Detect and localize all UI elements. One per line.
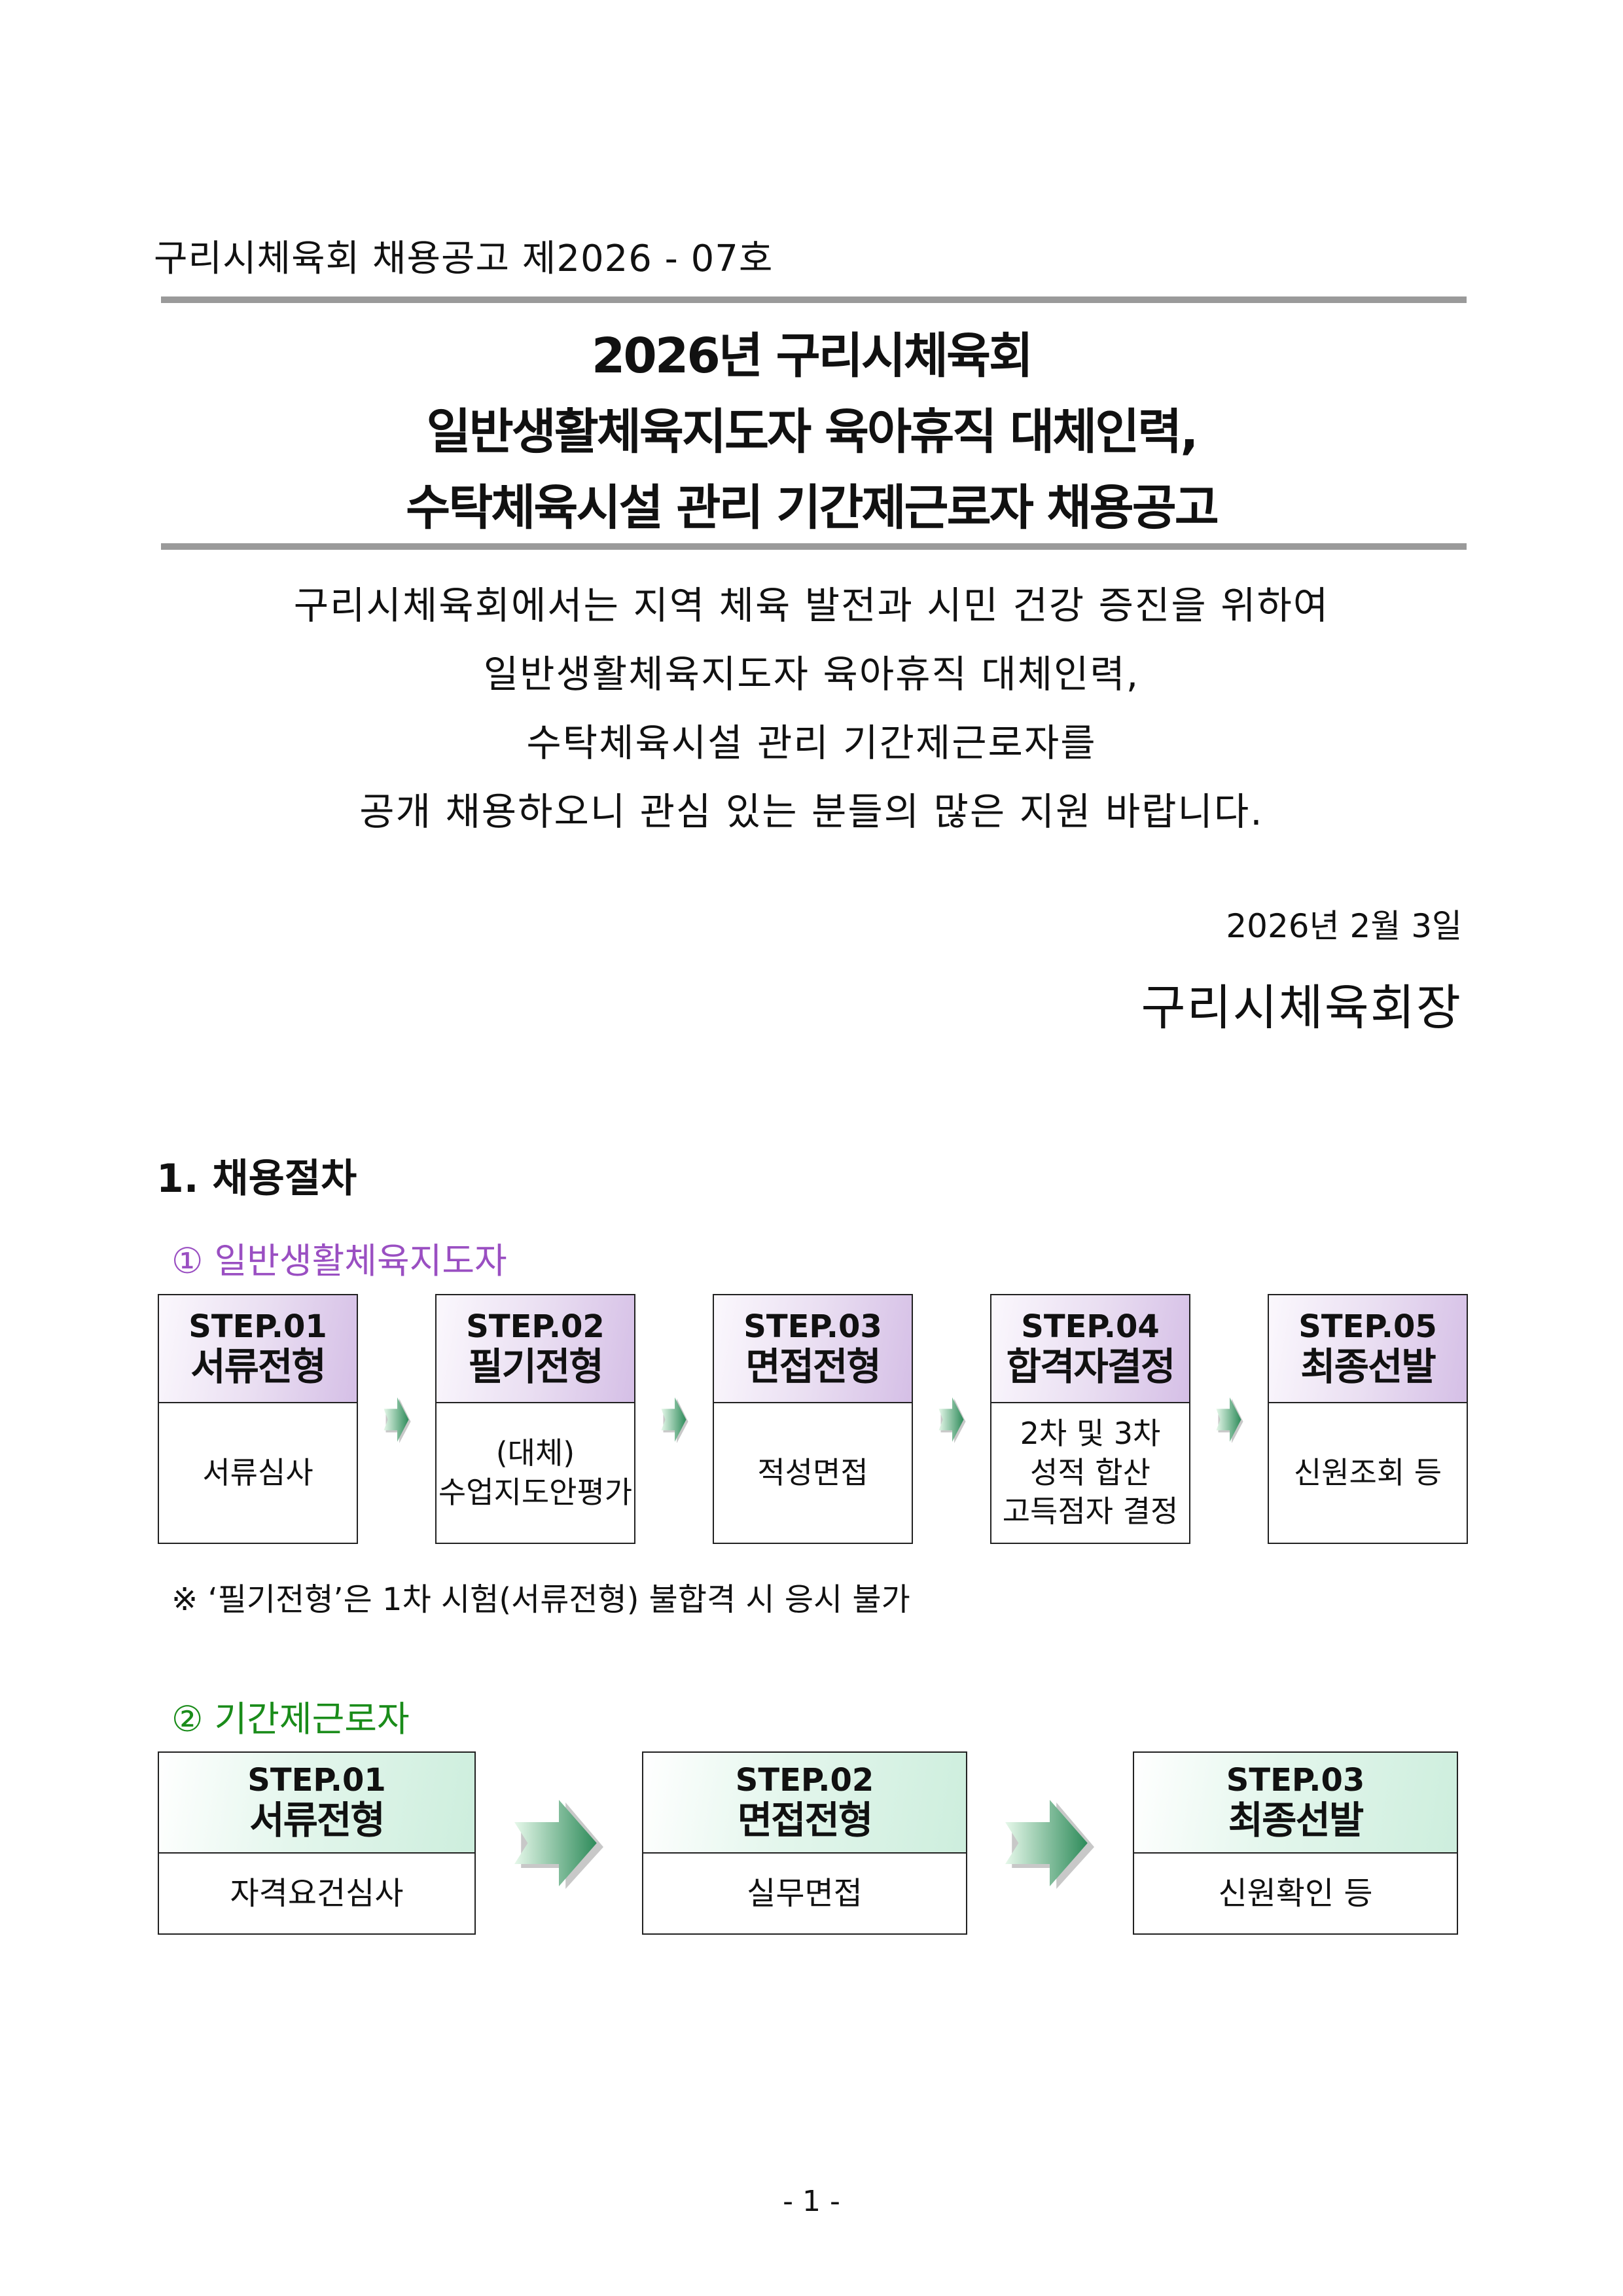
step-desc: 실무면접: [747, 1874, 863, 1912]
top-rule: [161, 296, 1467, 303]
intro-line-2: 일반생활체육지도자 육아휴직 대체인력,: [483, 652, 1140, 696]
step-desc: 수업지도안평가: [438, 1474, 633, 1510]
step-number: STEP.02: [466, 1308, 605, 1345]
step-number: STEP.01: [247, 1762, 386, 1799]
page-number: - 1 -: [783, 2185, 840, 2218]
step-desc: (대체): [495, 1435, 575, 1471]
step-name: 합격자결정: [1006, 1344, 1176, 1389]
step-number: STEP.05: [1298, 1308, 1437, 1345]
step-name: 필기전형: [468, 1344, 603, 1389]
group1-label: ① 일반생활체육지도자: [171, 1240, 507, 1282]
arrow-right-icon: [514, 1800, 603, 1889]
step-desc: 2차 및 3차: [1020, 1415, 1161, 1451]
step-desc: 적성면접: [757, 1454, 868, 1490]
step-name: 최종선발: [1300, 1344, 1436, 1389]
step-number: STEP.03: [743, 1308, 882, 1345]
arrow-right-icon: [1005, 1800, 1094, 1889]
step-name: 최종선발: [1228, 1798, 1364, 1843]
step-name: 서류전형: [190, 1344, 326, 1389]
arrow-right-icon: [938, 1397, 966, 1443]
step-name: 서류전형: [249, 1798, 385, 1843]
arrow-right-icon: [1216, 1397, 1243, 1443]
intro-line-3: 수탁체육시설 관리 기간제근로자를: [526, 721, 1097, 765]
step-desc: 자격요건심사: [230, 1874, 404, 1912]
title-line-2: 일반생활체육지도자 육아휴직 대체인력,: [426, 404, 1199, 460]
step-desc: 신원조회 등: [1293, 1454, 1442, 1490]
step-number: STEP.03: [1226, 1762, 1365, 1799]
step-number: STEP.01: [188, 1308, 327, 1345]
step-name: 면접전형: [737, 1798, 873, 1843]
step-name: 면접전형: [745, 1344, 881, 1389]
step-desc: 성적 합산: [1030, 1454, 1150, 1490]
step-desc: 서류심사: [202, 1454, 313, 1490]
bottom-rule: [161, 543, 1467, 550]
issuer: 구리시체육회장: [1141, 980, 1462, 1036]
section-heading: 1. 채용절차: [156, 1156, 357, 1202]
intro-line-4: 공개 채용하오니 관심 있는 분들의 많은 지원 바랍니다.: [359, 789, 1264, 834]
step-desc: 신원확인 등: [1218, 1874, 1373, 1912]
document-number: 구리시체육회 채용공고 제2026 - 07호: [154, 238, 774, 280]
arrow-right-icon: [661, 1397, 688, 1443]
title-line-1: 2026년 구리시체육회: [591, 328, 1033, 384]
intro-line-1: 구리시체육회에서는 지역 체육 발전과 시민 건강 증진을 위하여: [293, 583, 1330, 628]
step-number: STEP.02: [735, 1762, 874, 1799]
date: 2026년 2월 3일: [1226, 907, 1462, 945]
group2-label: ② 기간제근로자: [171, 1698, 410, 1740]
step-desc: 고득점자 결정: [1002, 1494, 1179, 1530]
arrow-right-icon: [383, 1397, 411, 1443]
title-line-3: 수탁체육시설 관리 기간제근로자 채용공고: [406, 480, 1219, 536]
step-number: STEP.04: [1021, 1308, 1160, 1345]
procedure-note: ※ ‘필기전형’은 1차 시험(서류전형) 불합격 시 응시 불가: [171, 1581, 910, 1618]
